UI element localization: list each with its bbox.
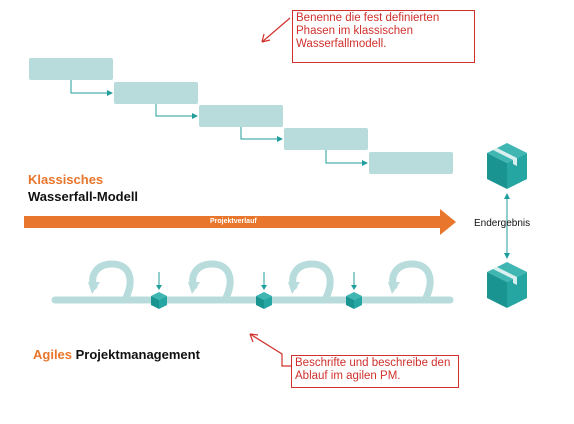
callout-top-pointer [261, 17, 291, 43]
phase-box-5 [369, 152, 453, 174]
waterfall-title-part2: Wasserfall-Modell [28, 189, 139, 204]
callout-bottom: Beschrifte und beschreibe den Ablauf im … [291, 355, 459, 388]
agile-title-part2: Projektmanagement [75, 347, 200, 362]
phase-box-4 [284, 128, 368, 150]
cube-icon [346, 292, 362, 309]
cube-icon [487, 262, 527, 308]
phase-box-2 [114, 82, 198, 104]
phase-box-1 [29, 58, 113, 80]
projektverlauf-label: Projektverlauf [210, 218, 257, 225]
phase-box-3 [199, 105, 283, 127]
callout-top: Benenne die fest definierten Phasen im k… [292, 10, 475, 63]
agile-loop-arrowheads [88, 282, 400, 294]
waterfall-connectors [70, 80, 368, 166]
agile-title-part1: Agiles [33, 347, 73, 362]
iteration-markers [151, 272, 362, 309]
agile-title: Agiles Projektmanagement [33, 347, 200, 362]
projektverlauf-arrow [24, 209, 456, 235]
cube-icon [256, 292, 272, 309]
endergebnis-label: Endergebnis [474, 218, 531, 229]
waterfall-title-part1: Klassisches [28, 172, 104, 187]
cube-icon [151, 292, 167, 309]
agile-path [51, 260, 454, 304]
callout-bottom-pointer [249, 333, 291, 367]
cube-icon [487, 143, 527, 189]
